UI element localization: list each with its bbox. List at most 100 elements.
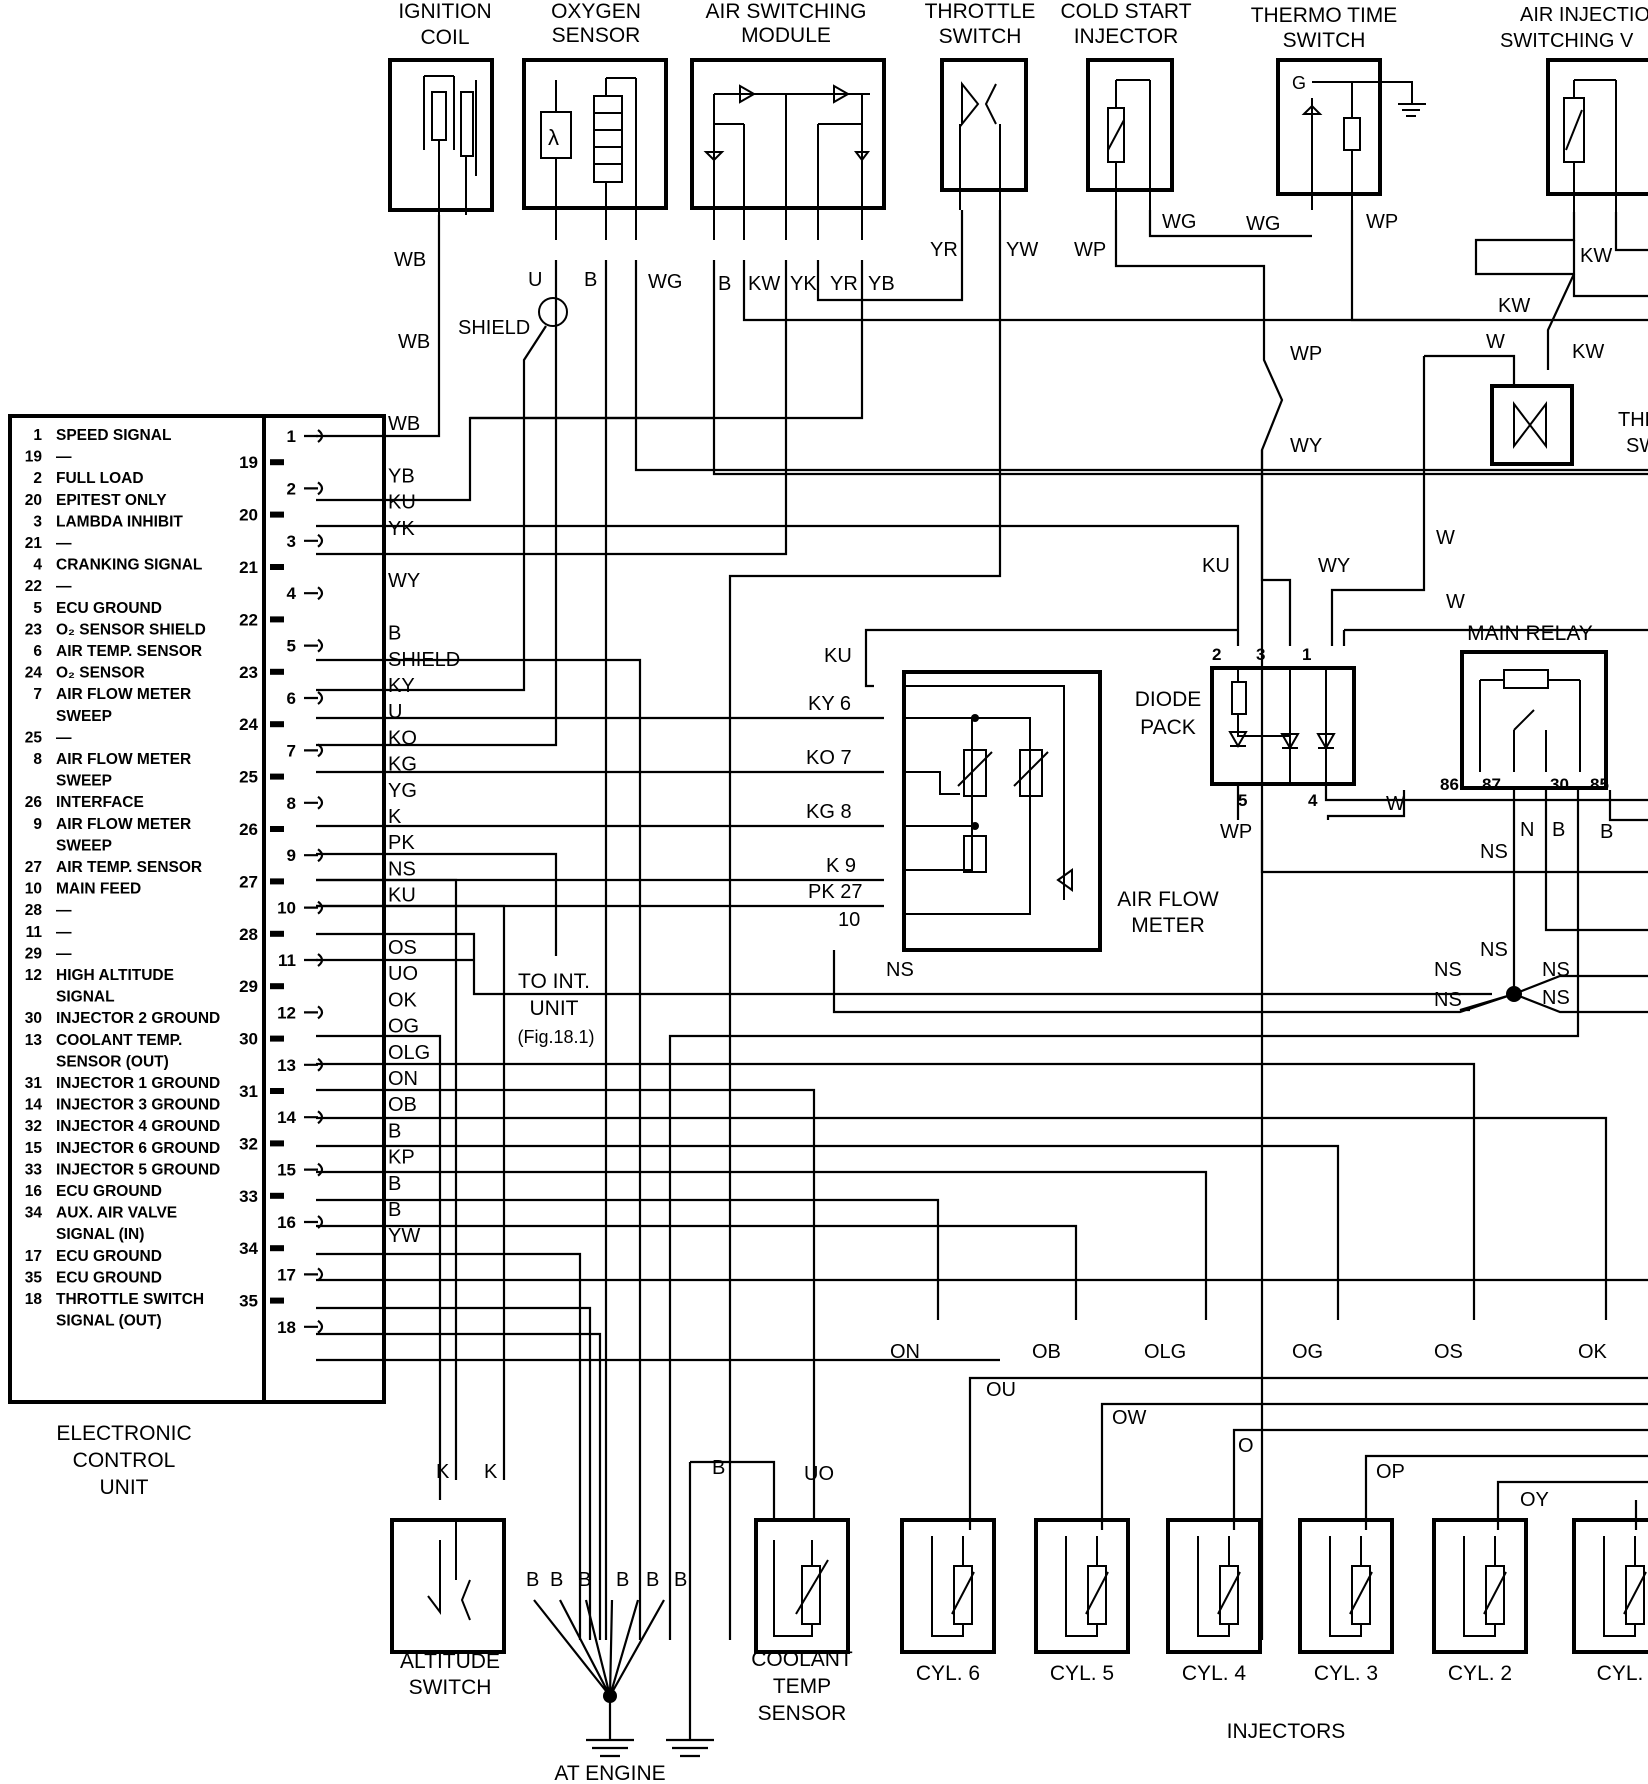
oxygen-sensor-title-2: SENSOR: [552, 24, 641, 47]
wire-label: B: [674, 1569, 687, 1591]
wire-label: NS: [1480, 841, 1508, 863]
ecu-pin-description: —: [56, 449, 72, 466]
ecu-wire-color: ON: [388, 1068, 418, 1090]
ecu-terminal-number: 16: [277, 1213, 296, 1232]
thermo-switch: [1490, 384, 1574, 466]
ecu-terminal-connector: [304, 795, 324, 810]
ecu-pin-description: INTERFACE: [56, 794, 144, 811]
coolant-temp-sensor-title-2: TEMP: [773, 1675, 831, 1698]
wire-label: B: [712, 1457, 725, 1479]
cylinder-label: CYL. 6: [916, 1662, 980, 1685]
ecu-terminal-connector: [304, 1162, 324, 1177]
wire-label: OU: [986, 1379, 1016, 1401]
wire-label: WY: [1318, 555, 1350, 577]
main-relay: [1460, 650, 1608, 790]
ecu-wire-color: B: [388, 1120, 401, 1142]
ignition-coil-title-1: IGNITION: [398, 0, 491, 23]
ecu-pin-description: FULL LOAD: [56, 470, 144, 487]
ecu-pin-description: AIR TEMP. SENSOR: [56, 643, 202, 660]
ecu-pin-description: INJECTOR 1 GROUND: [56, 1075, 220, 1092]
wire-label: OY: [1520, 1489, 1549, 1511]
ecu-terminal-number: 17: [277, 1265, 296, 1284]
ecu-terminal-number: 2: [287, 479, 296, 498]
ecu-pin-description: SIGNAL: [56, 989, 115, 1006]
ecu-wire-color: YG: [388, 780, 417, 802]
ecu-terminal-number: 6: [287, 689, 296, 708]
ecu-terminal-number: 33: [239, 1187, 258, 1206]
ecu-terminal-number: 25: [239, 768, 258, 787]
ecu-terminal-number: 18: [277, 1318, 296, 1337]
ecu-pin-description: ECU GROUND: [56, 1248, 162, 1265]
ecu-pin-number: 28: [25, 902, 43, 919]
cylinder-label: CYL. 4: [1182, 1662, 1247, 1685]
ecu-pin-description: SENSOR (OUT): [56, 1053, 169, 1070]
ecu-terminal-connector: [304, 691, 324, 705]
wire-label: B: [1600, 821, 1613, 843]
ecu-pin-description: AIR FLOW METER: [56, 751, 191, 768]
ecu-pin-number: 15: [25, 1140, 43, 1157]
wire-label: OP: [1376, 1461, 1405, 1483]
ecu-pin-number: 19: [25, 449, 43, 466]
ecu-wire-color: KY: [388, 675, 415, 697]
ecu-pin-description: HIGH ALTITUDE: [56, 967, 174, 984]
wire-label: OK: [1578, 1341, 1608, 1363]
svg-text:λ: λ: [548, 125, 559, 150]
air-injection-valve: [1546, 58, 1648, 212]
injector-cyl-2: CYL. 2: [1432, 1518, 1528, 1685]
ecu-pin-description: INJECTOR 3 GROUND: [56, 1097, 220, 1114]
wire-label: YR: [930, 239, 958, 261]
cylinder-label: CYL.: [1597, 1662, 1644, 1685]
ecu-wire-color: U: [388, 701, 402, 723]
ecu-wire-color: YK: [388, 518, 415, 540]
ecu-pin-number: 8: [33, 751, 42, 768]
wire-label: ON: [890, 1341, 920, 1363]
ecu-pin-number: 4: [33, 557, 42, 574]
ecu-pin-number: 23: [25, 621, 43, 638]
wire-label: K: [484, 1461, 498, 1483]
oxygen-sensor: λ: [522, 58, 668, 240]
ecu-terminal-number: 11: [278, 951, 296, 970]
ecu-pin-number: 32: [25, 1118, 42, 1135]
ecu-pin-number: 6: [33, 643, 42, 660]
coolant-temp-sensor-title-3: SENSOR: [758, 1702, 847, 1725]
ecu-terminals: 1192203214225236247258269271028112912301…: [239, 427, 324, 1337]
ecu-pin-number: 35: [25, 1269, 43, 1286]
ecu-terminal-pin: [270, 1088, 284, 1094]
ecu-terminal-pin: [270, 511, 284, 518]
altitude-switch: [390, 1518, 506, 1654]
air-flow-meter: [902, 670, 1102, 952]
wire-label: WB: [394, 249, 426, 271]
ecu-pin-number: 2: [33, 470, 42, 487]
injector-cyl-5: CYL. 5: [1034, 1518, 1130, 1685]
wire-label: WP: [1074, 239, 1106, 261]
diode-pin: 5: [1238, 791, 1247, 810]
injector-cyl-4: CYL. 4: [1166, 1518, 1262, 1685]
ecu-pin-description: ECU GROUND: [56, 1269, 162, 1286]
ecu-terminal-connector: [304, 1267, 324, 1282]
ecu-terminal-number: 28: [239, 925, 258, 944]
wire-label: WY: [1290, 435, 1322, 457]
ecu-pin-description: SIGNAL (IN): [56, 1226, 144, 1243]
cylinder-label: CYL. 2: [1448, 1662, 1512, 1685]
ecu-terminal-number: 15: [277, 1161, 296, 1180]
coolant-temp-sensor: [754, 1518, 850, 1654]
diode-pack-title-2: PACK: [1140, 716, 1196, 739]
diode-pin: 3: [1256, 645, 1265, 664]
ecu-title-2: CONTROL: [73, 1449, 176, 1472]
ecu-box: [8, 414, 386, 1404]
wire-label: PK 27: [808, 881, 862, 903]
wire-label: B: [646, 1569, 659, 1591]
wire-label: U: [528, 269, 542, 291]
ecu-pin-number: 10: [25, 881, 42, 898]
ecu-pin-number: 9: [33, 816, 42, 833]
ecu-pin-number: 11: [26, 924, 43, 941]
ecu-terminal-pin: [270, 459, 284, 466]
ecu-pin-description: INJECTOR 2 GROUND: [56, 1010, 220, 1027]
ecu-pin-number: 14: [25, 1097, 43, 1114]
ecu-pin-description: ECU GROUND: [56, 600, 162, 617]
diode-pack: [1210, 666, 1648, 820]
ecu-wire-color: OS: [388, 937, 417, 959]
wire-label: OW: [1112, 1407, 1147, 1429]
ecu-pin-number: 3: [33, 513, 42, 530]
